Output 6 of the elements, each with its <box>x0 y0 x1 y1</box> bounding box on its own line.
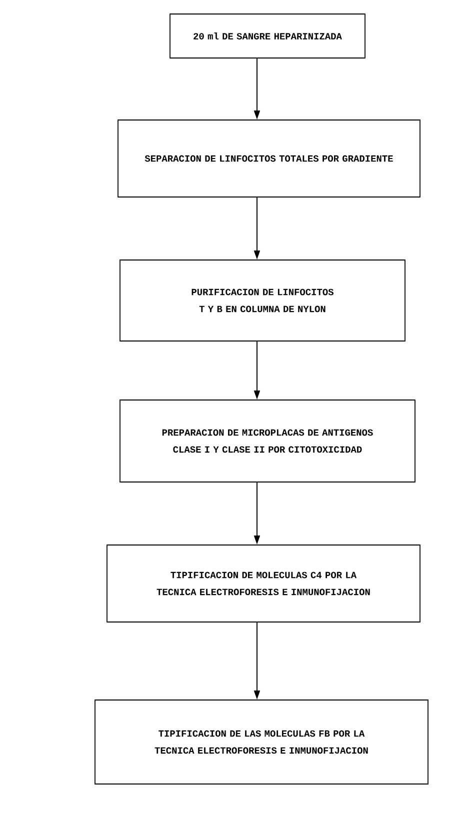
process-box: PREPARACION DE MICROPLACAS DE ANTIGENOS CLASE I Y CLASE II POR CITOTOXICIDAD <box>120 400 416 482</box>
process-box: SEPARACION DE LINFOCITOS TOTALES POR GRADIENTE <box>118 120 420 198</box>
process-box: TIPIFICACION DE MOLECULAS C4 POR LA TECNICA ELECTROFORESIS E INMUNOFIJACION <box>106 544 420 622</box>
process-box: TIPIFICACION DE LAS MOLECULAS FB POR LA TECNICA ELECTROFORESIS E INMUNOFIJACION <box>94 700 428 784</box>
process-box: PURIFICACION DE LINFOCITOS T Y B EN COLUMNA DE NYLON <box>120 260 406 342</box>
process-box: 20 ml DE SANGRE HEPARINIZADA <box>170 14 366 58</box>
